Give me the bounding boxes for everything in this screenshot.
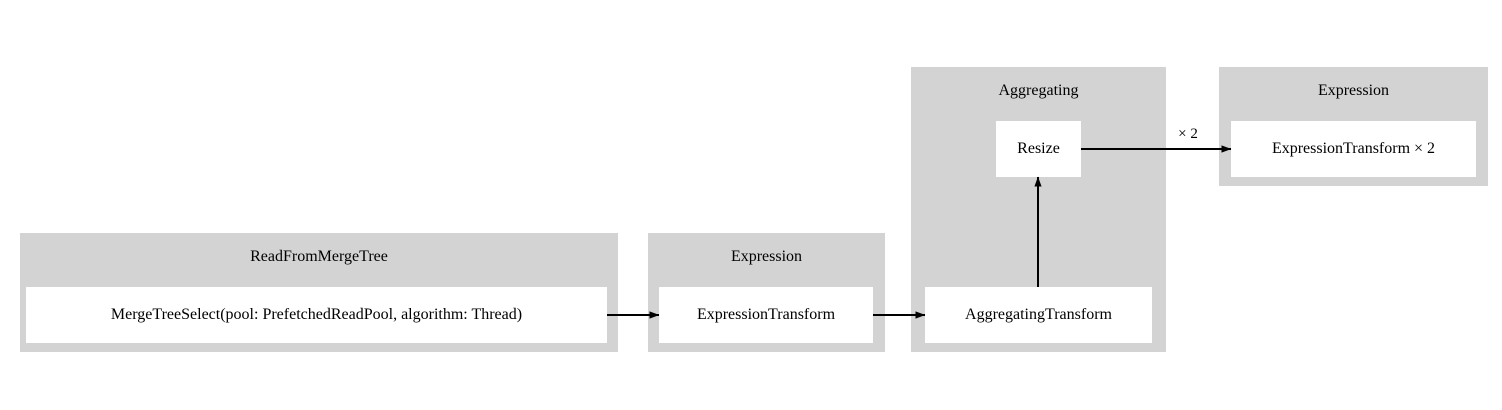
- cluster-label-expression-1: Expression: [730, 248, 803, 265]
- edge-label-resize-to-expression-transform-2: × 2: [1178, 126, 1198, 142]
- node-label-aggregating-transform: AggregatingTransform: [965, 306, 1112, 323]
- node-resize[interactable]: Resize: [996, 121, 1081, 177]
- node-expression-transform-1[interactable]: ExpressionTransform: [659, 287, 873, 343]
- cluster-label-expression-2: Expression: [1317, 82, 1390, 99]
- cluster-label-aggregating: Aggregating: [998, 82, 1079, 99]
- node-label-resize: Resize: [1017, 140, 1060, 157]
- cluster-label-read-from-merge-tree: ReadFromMergeTree: [250, 248, 388, 265]
- node-label-merge-tree-select: MergeTreeSelect(pool: PrefetchedReadPool…: [110, 306, 523, 323]
- node-aggregating-transform[interactable]: AggregatingTransform: [925, 287, 1152, 343]
- node-label-expression-transform-2: ExpressionTransform × 2: [1271, 140, 1436, 157]
- node-label-expression-transform-1: ExpressionTransform: [696, 306, 836, 323]
- node-merge-tree-select[interactable]: MergeTreeSelect(pool: PrefetchedReadPool…: [26, 287, 607, 343]
- node-expression-transform-2[interactable]: ExpressionTransform × 2: [1231, 121, 1476, 177]
